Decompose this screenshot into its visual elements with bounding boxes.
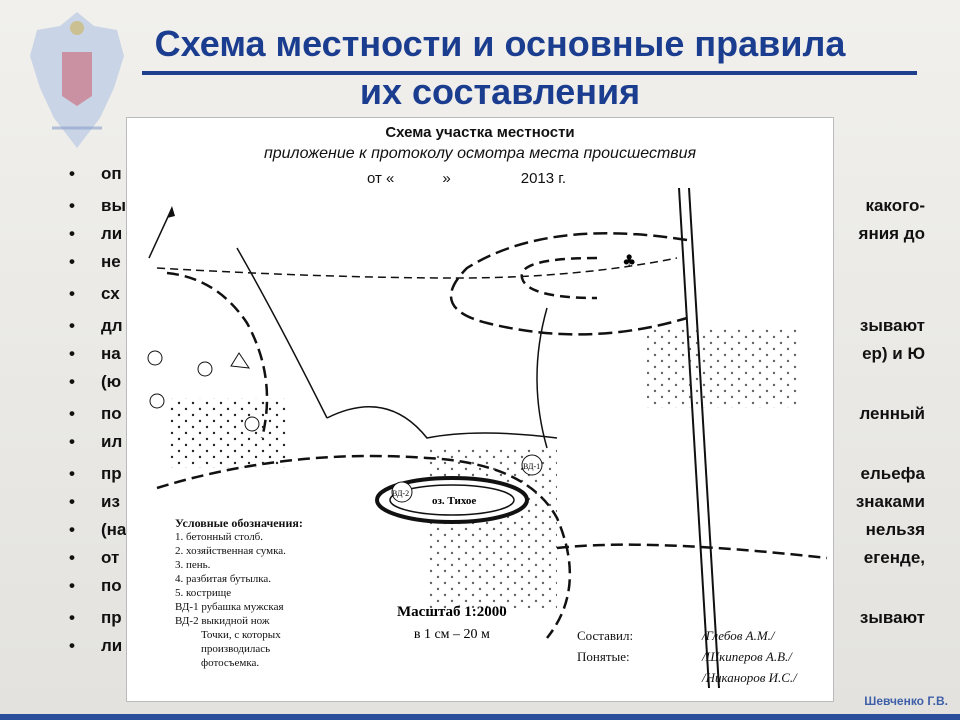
- legend-title: Условные обозначения:: [175, 516, 303, 530]
- vegetation-area: [647, 328, 797, 408]
- point-marker: [244, 416, 260, 432]
- marker-label: ВД-1: [523, 462, 540, 471]
- legend-item: Точки, с которых: [201, 629, 281, 641]
- hill-contour-outer: [449, 232, 688, 336]
- hill-contour-inner: [520, 256, 598, 300]
- title-rule: [142, 71, 917, 75]
- stream-line: [536, 307, 548, 449]
- scheme-legend: Условные обозначения: 1. бетонный столб.…: [175, 516, 303, 670]
- marker-label: ВД-2: [392, 489, 409, 498]
- ravine-line: [236, 247, 328, 419]
- scale-title: Масштаб 1:2000: [397, 604, 507, 620]
- witness-name: /Шкиперов А.В./: [702, 649, 792, 664]
- dashed-path: [156, 257, 678, 279]
- slide-title-line2: их составления: [359, 71, 641, 112]
- legend-item: 3. пень.: [175, 559, 211, 571]
- lower-contour: [556, 543, 828, 560]
- lake-inner: [389, 484, 515, 516]
- bullet-item-continued: по: [65, 572, 925, 600]
- scheme-date: от «»2013 г.: [367, 170, 567, 187]
- composed-label: Составил:: [577, 628, 634, 643]
- road-line: [688, 187, 720, 689]
- footer-band: [0, 714, 960, 720]
- vegetation-area: [167, 398, 287, 468]
- marker-vd2: [391, 481, 413, 503]
- bullet-item-continued: не: [65, 248, 925, 276]
- tree-icon: ♣: [622, 251, 636, 270]
- legend-item: ВД-2 выкидной нож: [175, 615, 270, 627]
- composed-name: /Глебов А.М./: [702, 628, 775, 643]
- bullet-item-continued: ил: [65, 428, 925, 456]
- legend-item: производилась: [201, 643, 271, 655]
- point-marker: [197, 361, 213, 377]
- scale-value: в 1 см – 20 м: [413, 627, 490, 642]
- point-marker: [147, 350, 163, 366]
- author-credit: Шевченко Г.В.: [864, 694, 948, 708]
- scheme-drawing: оз. Тихое ВД-2 ВД-1 ♣: [147, 187, 828, 689]
- bullet-item-continued: (ю: [65, 368, 925, 396]
- legend-item: ВД-1 рубашка мужская: [175, 601, 284, 613]
- scheme-subtitle: приложение к протоколу осмотра места про…: [263, 145, 697, 162]
- signatures: Составил: /Глебов А.М./ Понятые: /Шкиперов…: [577, 625, 797, 688]
- slide-title-line1: Схема местности и основные правила: [154, 23, 846, 64]
- slide-title: Схема местности и основные правила их со…: [60, 20, 940, 116]
- terrain-scheme: Схема участка местности приложение к про…: [126, 117, 834, 702]
- witness-name: /Никаноров И.С./: [702, 670, 797, 685]
- emblem-icon: [30, 12, 124, 148]
- camera-point-icon: [230, 352, 251, 369]
- marker-vd1: [521, 454, 543, 476]
- legend-item: 1. бетонный столб.: [175, 531, 264, 543]
- bullet-item: сх: [65, 280, 925, 308]
- scale-block: Масштаб 1:2000 в 1 см – 20 м: [397, 604, 507, 643]
- legend-item: фотосъемка.: [201, 657, 260, 669]
- north-arrow-icon: [167, 206, 175, 218]
- legend-item: 2. хозяйственная сумка.: [175, 545, 286, 557]
- point-marker: [149, 393, 165, 409]
- lake: [375, 476, 529, 524]
- bullet-item: оп: [65, 160, 925, 188]
- lake-label: оз. Тихое: [432, 495, 476, 507]
- road-line: [678, 187, 710, 689]
- scheme-title: Схема участка местности: [385, 124, 575, 141]
- stream-line: [326, 406, 558, 439]
- legend-item: 5. кострище: [175, 587, 232, 599]
- witnesses-label: Понятые:: [577, 649, 630, 664]
- bullet-item-continued: ли: [65, 632, 925, 660]
- legend-item: 4. разбитая бутылка.: [175, 573, 272, 585]
